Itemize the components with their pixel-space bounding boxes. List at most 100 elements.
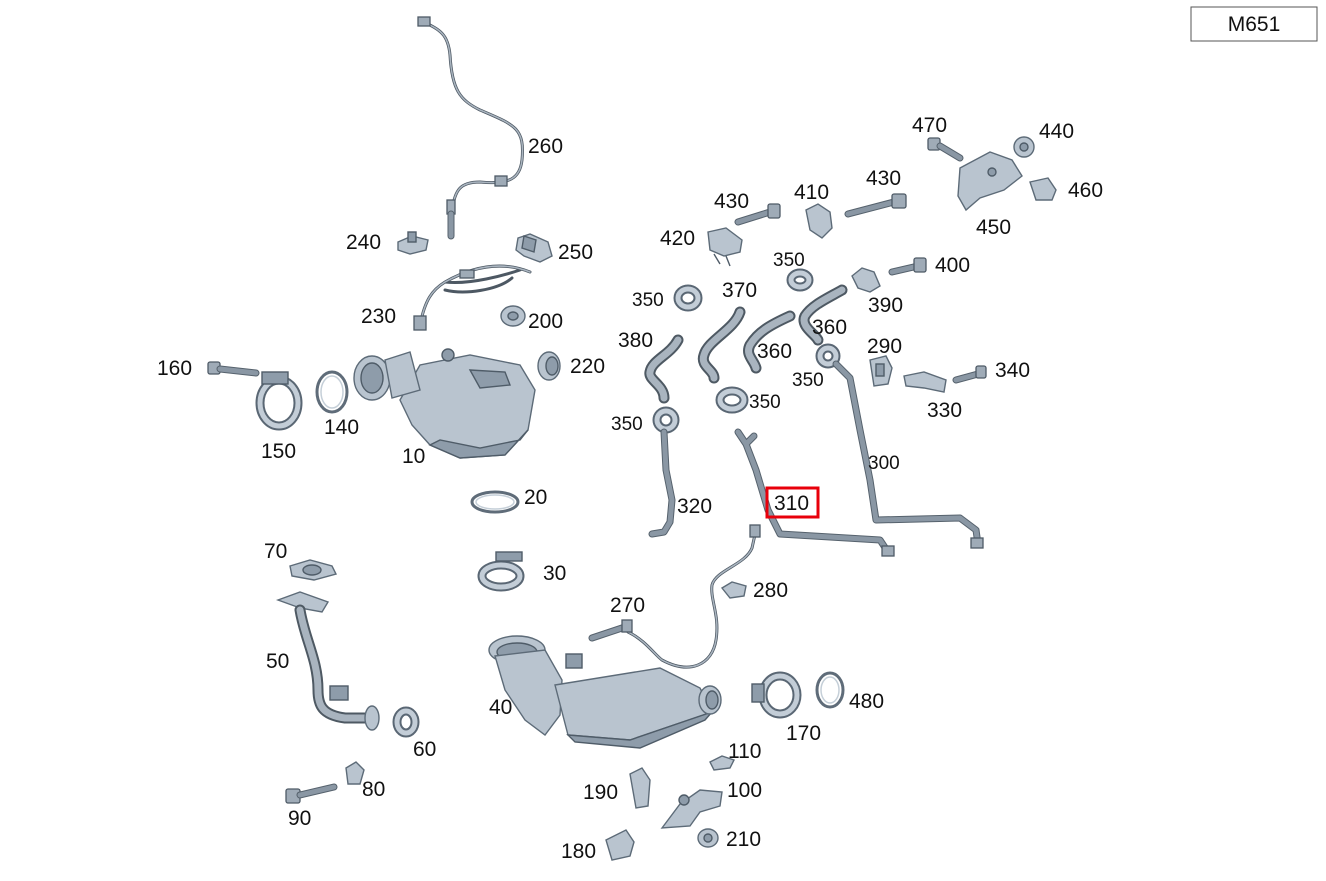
gasket-70[interactable]: [289, 559, 338, 581]
label-350-left: 350: [611, 414, 643, 435]
label-370: 370: [722, 279, 757, 302]
bracket-250[interactable]: [515, 233, 553, 263]
label-300: 300: [868, 453, 900, 474]
label-350-mid: 350: [773, 250, 805, 271]
clip-240[interactable]: [397, 231, 429, 255]
pipe-320[interactable]: [648, 428, 676, 538]
label-280: 280: [753, 579, 788, 602]
bolt-160[interactable]: [207, 361, 260, 377]
label-230: 230: [361, 305, 396, 328]
label-380: 380: [618, 329, 653, 352]
label-60: 60: [413, 738, 436, 761]
label-290: 290: [867, 335, 902, 358]
label-390: 390: [868, 294, 903, 317]
downpipe-50[interactable]: [275, 591, 380, 731]
clip-460[interactable]: [1029, 177, 1057, 201]
hose-clamp-350-left[interactable]: [652, 406, 680, 434]
bracket-330[interactable]: [903, 371, 947, 393]
nut-200[interactable]: [500, 305, 526, 327]
label-430-right: 430: [866, 167, 901, 190]
bolt-90[interactable]: [285, 783, 338, 804]
label-170: 170: [786, 722, 821, 745]
bolt-340[interactable]: [952, 365, 987, 384]
bracket-450[interactable]: [957, 151, 1023, 212]
nut-440[interactable]: [1013, 136, 1035, 158]
bracket-420[interactable]: [707, 227, 743, 267]
hose-360-upper[interactable]: [798, 284, 848, 346]
label-430-left: 430: [714, 190, 749, 213]
clip-280[interactable]: [720, 581, 747, 599]
bolt-430-right[interactable]: [844, 193, 907, 218]
label-50: 50: [266, 650, 289, 673]
label-360-upper: 360: [812, 316, 847, 339]
sensor-wire-270[interactable]: [588, 524, 761, 669]
label-410: 410: [794, 181, 829, 204]
sensor-wire-230[interactable]: [413, 264, 532, 331]
pressure-sensor-290[interactable]: [869, 355, 893, 387]
hose-380[interactable]: [644, 334, 684, 404]
label-190: 190: [583, 781, 618, 804]
label-240: 240: [346, 231, 381, 254]
label-270: 270: [610, 594, 645, 617]
label-440: 440: [1039, 120, 1074, 143]
label-330: 330: [927, 399, 962, 422]
label-150: 150: [261, 440, 296, 463]
clamp-170[interactable]: [751, 671, 802, 719]
label-360-lower: 360: [757, 340, 792, 363]
label-180: 180: [561, 840, 596, 863]
label-110: 110: [728, 740, 761, 763]
bolt-430-left[interactable]: [734, 203, 781, 226]
bracket-80[interactable]: [345, 761, 365, 785]
gasket-ring-20[interactable]: [470, 490, 520, 514]
label-350-center: 350: [749, 392, 781, 413]
label-90: 90: [288, 807, 311, 830]
label-80: 80: [362, 778, 385, 801]
clamp-150[interactable]: [255, 371, 303, 431]
label-480: 480: [849, 690, 884, 713]
label-30: 30: [543, 562, 566, 585]
label-260: 260: [528, 135, 563, 158]
nut-210[interactable]: [697, 828, 719, 848]
label-350-upper-left: 350: [632, 290, 664, 311]
particulate-filter-10[interactable]: [353, 348, 536, 459]
gasket-ring-140[interactable]: [315, 370, 349, 414]
v-clamp-30[interactable]: [477, 551, 525, 592]
hose-clamp-350-upper-left[interactable]: [673, 284, 703, 312]
label-70: 70: [264, 540, 287, 563]
ring-220[interactable]: [537, 351, 561, 381]
gasket-ring-480[interactable]: [815, 671, 845, 709]
clamp-60[interactable]: [392, 706, 420, 738]
label-10: 10: [402, 445, 425, 468]
bracket-410[interactable]: [805, 203, 833, 239]
temp-sensor-260[interactable]: [417, 16, 525, 240]
label-340: 340: [995, 359, 1030, 382]
catalytic-converter-40[interactable]: [488, 635, 722, 749]
hose-clamp-350-right[interactable]: [815, 343, 841, 369]
bracket-390[interactable]: [851, 267, 881, 293]
bolt-400[interactable]: [888, 257, 927, 276]
pipe-310[interactable]: [734, 428, 895, 557]
label-400: 400: [935, 254, 970, 277]
highlight-box-310: [765, 486, 820, 519]
bolt-470[interactable]: [927, 137, 964, 162]
label-310: 310: [774, 492, 809, 515]
label-40: 40: [489, 696, 512, 719]
hose-clamp-350-mid[interactable]: [786, 268, 814, 292]
label-250: 250: [558, 241, 593, 264]
label-210: 210: [726, 828, 761, 851]
bracket-190[interactable]: [629, 767, 651, 809]
bracket-100[interactable]: [660, 789, 723, 829]
pipe-300[interactable]: [832, 360, 984, 549]
label-100: 100: [727, 779, 762, 802]
label-420: 420: [660, 227, 695, 250]
hose-clamp-350-center[interactable]: [715, 386, 749, 414]
label-450: 450: [976, 216, 1011, 239]
hose-360-lower[interactable]: [743, 310, 796, 374]
clip-110[interactable]: [709, 755, 735, 771]
bracket-180[interactable]: [605, 829, 635, 861]
label-220: 220: [570, 355, 605, 378]
label-460: 460: [1068, 179, 1103, 202]
hose-370[interactable]: [697, 306, 746, 384]
label-200: 200: [528, 310, 563, 333]
